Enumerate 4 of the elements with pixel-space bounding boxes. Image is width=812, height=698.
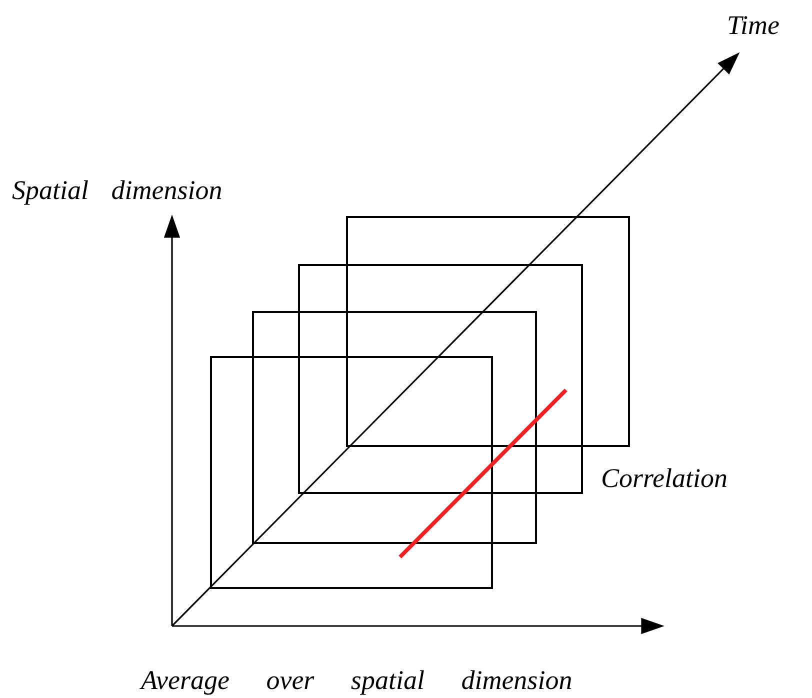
axis-label: Average over spatial dimension (141, 667, 572, 694)
axis-label: Spatial dimension (12, 177, 222, 204)
axis-label: Time (727, 12, 780, 39)
correlation-label: Correlation (601, 465, 728, 492)
